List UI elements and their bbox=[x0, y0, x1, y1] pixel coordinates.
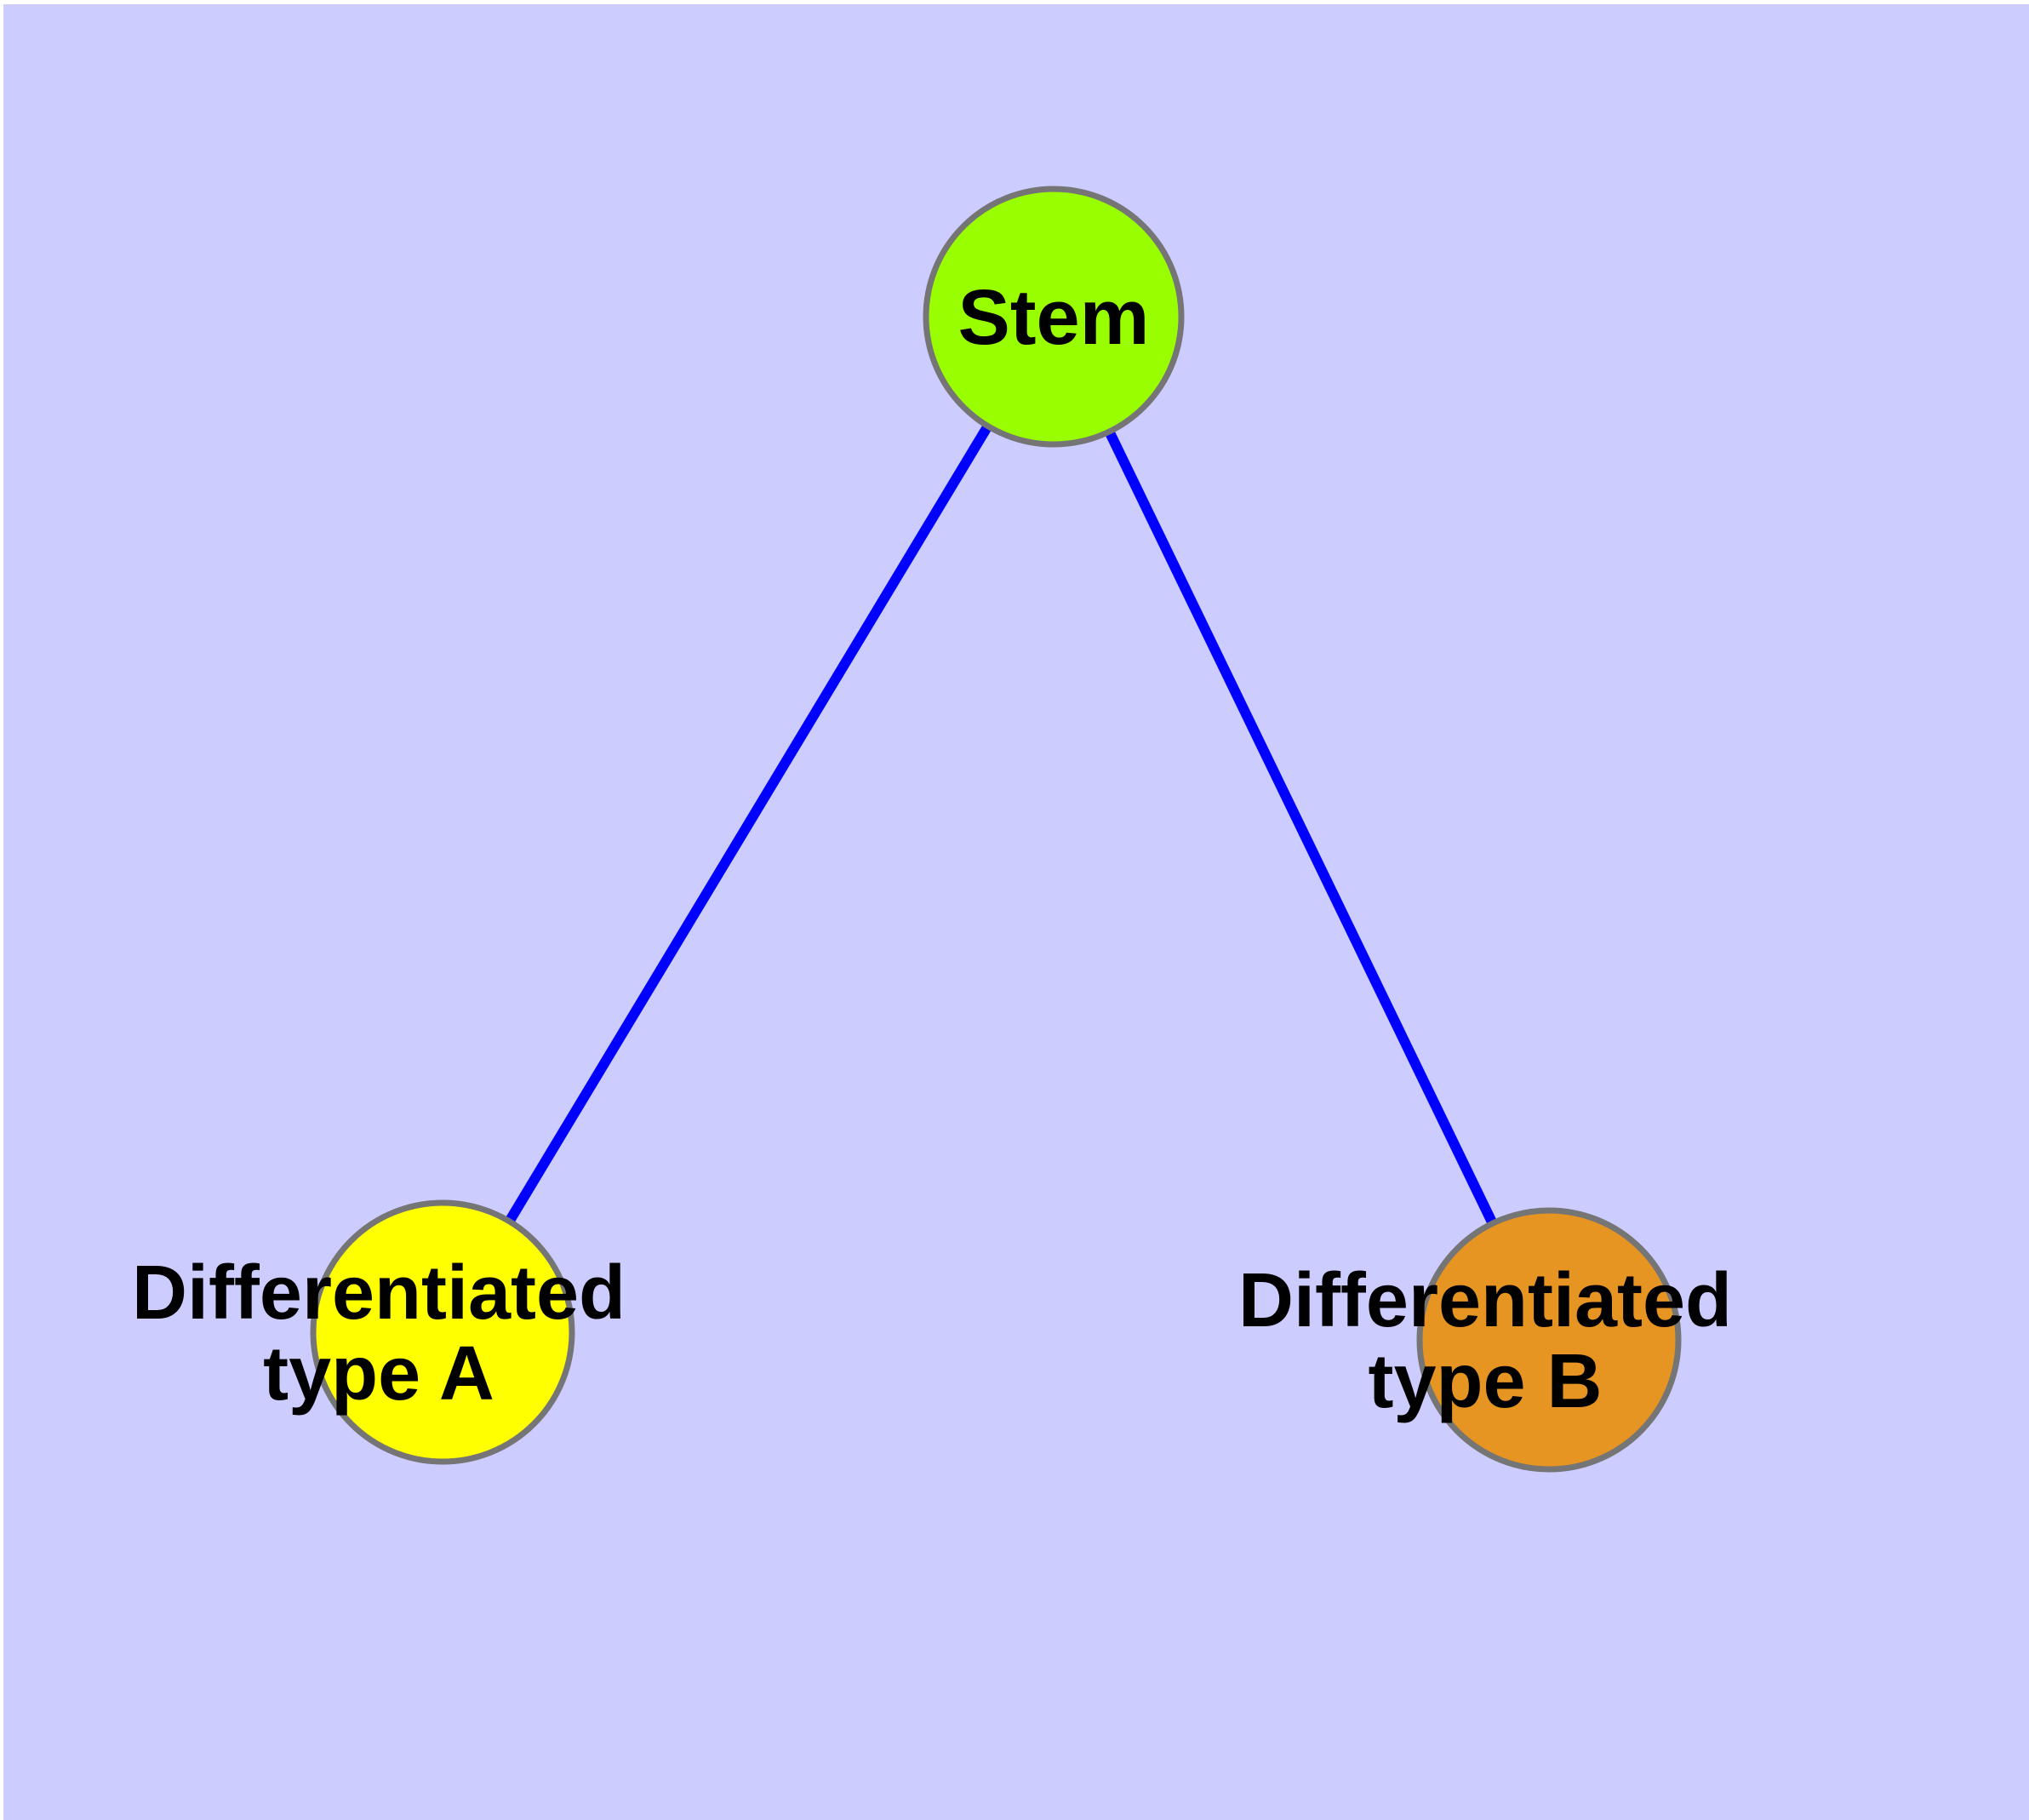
node-label-line: type A bbox=[263, 1331, 494, 1417]
node-differentiated-type-b[interactable] bbox=[1416, 1207, 1682, 1473]
edge-stem-to-differentiated-type-a[interactable] bbox=[504, 421, 993, 1226]
node-label-line: Differentiated bbox=[1238, 1258, 1732, 1343]
node-label-line: type B bbox=[1368, 1339, 1602, 1424]
node-label-line: Stem bbox=[958, 274, 1150, 361]
node-stem[interactable] bbox=[923, 186, 1185, 448]
node-label-stem: Stem bbox=[958, 274, 1150, 361]
edge-layer bbox=[504, 421, 1499, 1228]
node-differentiated-type-a[interactable] bbox=[310, 1199, 575, 1465]
edge-stem-to-differentiated-type-b[interactable] bbox=[1104, 427, 1499, 1228]
node-layer bbox=[310, 186, 1682, 1473]
node-label-line: Differentiated bbox=[132, 1251, 626, 1336]
